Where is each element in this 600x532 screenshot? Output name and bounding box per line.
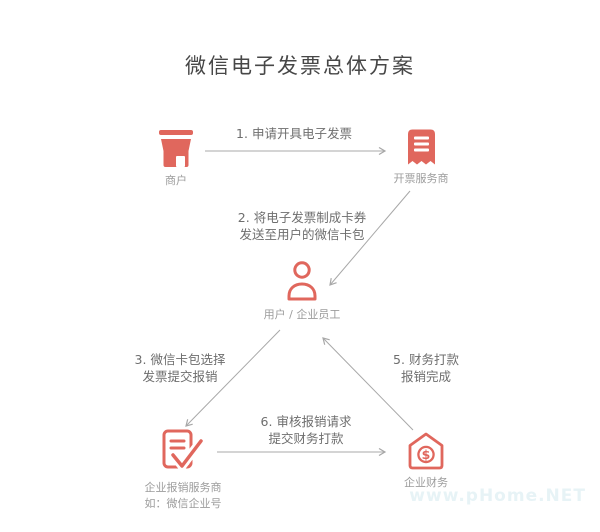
node-reimbursement-provider-label-line1: 企业报销服务商 [144, 481, 222, 494]
step1-text: 1. 申请开具电子发票 [204, 125, 384, 142]
step5-line2: 报销完成 [400, 369, 451, 384]
page-title: 微信电子发票总体方案 [185, 54, 415, 78]
document-check-icon [162, 429, 205, 471]
step6-line1: 6. 审核报销请求 [260, 414, 352, 429]
arrow-step5-finance-to-user [322, 337, 414, 431]
step6-text: 6. 审核报销请求 提交财务打款 [216, 413, 396, 447]
arrow-step3-user-to-reimbursement-provider [185, 329, 281, 427]
node-invoice-provider: 开票服务商 [371, 128, 471, 187]
step2-line1: 2. 将电子发票制成卡券 [237, 210, 367, 225]
node-user: 用户 / 企业员工 [232, 260, 372, 323]
step2-text: 2. 将电子发票制成卡券 发送至用户的微信卡包 [212, 209, 392, 243]
node-invoice-provider-label: 开票服务商 [393, 172, 449, 185]
node-merchant-label: 商户 [165, 174, 187, 187]
step3-line1: 3. 微信卡包选择 [134, 352, 226, 367]
dollar-symbol: $ [422, 447, 431, 462]
node-reimbursement-provider-label-line2: 如：微信企业号 [144, 497, 222, 510]
person-icon [287, 261, 317, 301]
step6-line2: 提交财务打款 [268, 431, 344, 446]
step2-line2: 发送至用户的微信卡包 [239, 227, 365, 242]
storefront-icon [159, 130, 193, 167]
step5-text: 5. 财务打款 报销完成 [334, 351, 518, 385]
arrow-step2-invoice-provider-to-user [329, 190, 411, 286]
step1-line1: 1. 申请开具电子发票 [236, 126, 352, 141]
node-merchant: 商户 [126, 130, 226, 189]
watermark: www.pHome.NET [409, 486, 586, 506]
node-finance-label: 企业财务 [404, 476, 448, 489]
node-user-label: 用户 / 企业员工 [263, 308, 341, 321]
node-reimbursement-provider: 企业报销服务商 如：微信企业号 [121, 429, 245, 512]
step3-text: 3. 微信卡包选择 发票提交报销 [88, 351, 272, 385]
node-reimbursement-provider-label: 企业报销服务商 如：微信企业号 [121, 480, 245, 512]
house-dollar-icon: $ [408, 432, 444, 470]
step5-line1: 5. 财务打款 [393, 352, 459, 367]
receipt-icon [407, 129, 435, 165]
step3-line2: 发票提交报销 [142, 369, 218, 384]
node-finance: $ 企业财务 [376, 432, 476, 491]
